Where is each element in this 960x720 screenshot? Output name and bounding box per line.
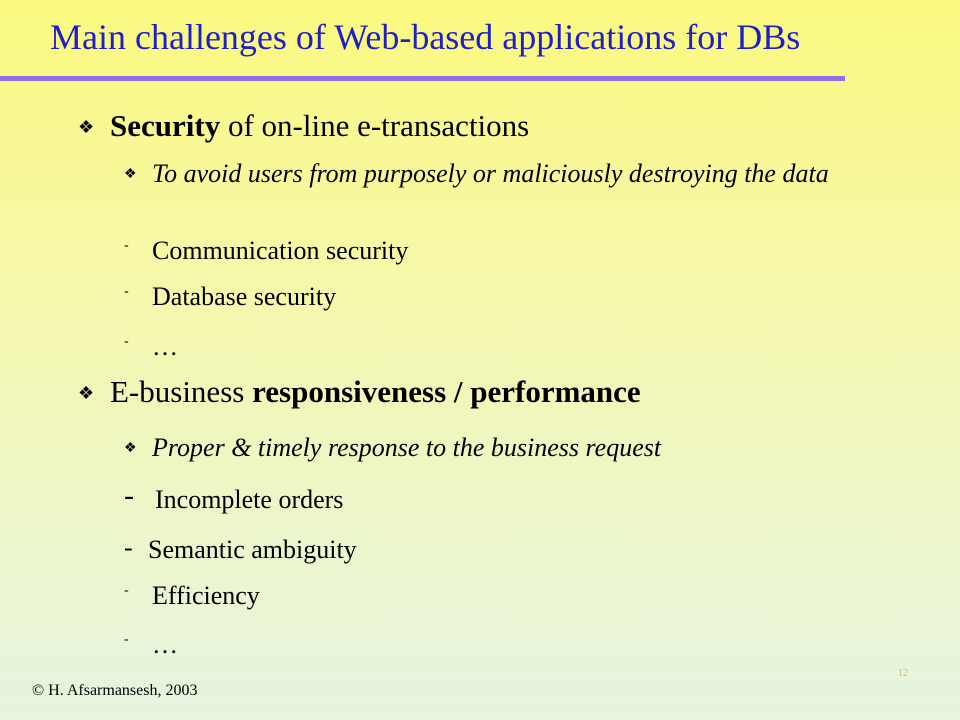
dash-bullet-icon: - [124, 583, 129, 598]
diamond-bullet-icon: ❖ [78, 117, 95, 137]
diamond-bullet-icon: ❖ [124, 441, 137, 456]
sub-bullet-text: Proper & timely response to the business… [152, 433, 662, 462]
list-item-text: Database security [152, 282, 337, 311]
list-item-text: Communication security [152, 236, 409, 265]
list-item-text: … [152, 630, 178, 659]
dash-bullet-icon: - [124, 533, 133, 562]
sub-bullet-text: To avoid users from purposely or malicio… [152, 159, 829, 188]
security-rest-text: of on-line e-transactions [220, 108, 530, 143]
title-underline [0, 76, 845, 81]
list-item-text: … [152, 332, 178, 361]
copyright-footer: © H. Afsarmansesh, 2003 [32, 682, 198, 699]
diamond-bullet-icon: ❖ [78, 383, 95, 403]
list-item-text: Incomplete orders [155, 485, 344, 514]
list-item-text: Efficiency [152, 581, 260, 610]
e-business-bold-text: responsiveness / performance [252, 374, 641, 409]
page-number: 12 [898, 668, 908, 679]
diamond-bullet-icon: ❖ [124, 167, 137, 182]
dash-bullet-icon: - [124, 238, 129, 253]
e-business-plain-text: E-business [110, 374, 253, 409]
dash-bullet-icon: - [124, 284, 129, 299]
slide-title: Main challenges of Web-based application… [50, 17, 801, 57]
dash-bullet-icon: - [124, 334, 129, 349]
dash-bullet-icon: - [124, 632, 129, 647]
dash-bullet-icon: - [124, 479, 134, 512]
list-item-text: Semantic ambiguity [148, 535, 357, 564]
security-bold-text: Security [110, 108, 221, 143]
